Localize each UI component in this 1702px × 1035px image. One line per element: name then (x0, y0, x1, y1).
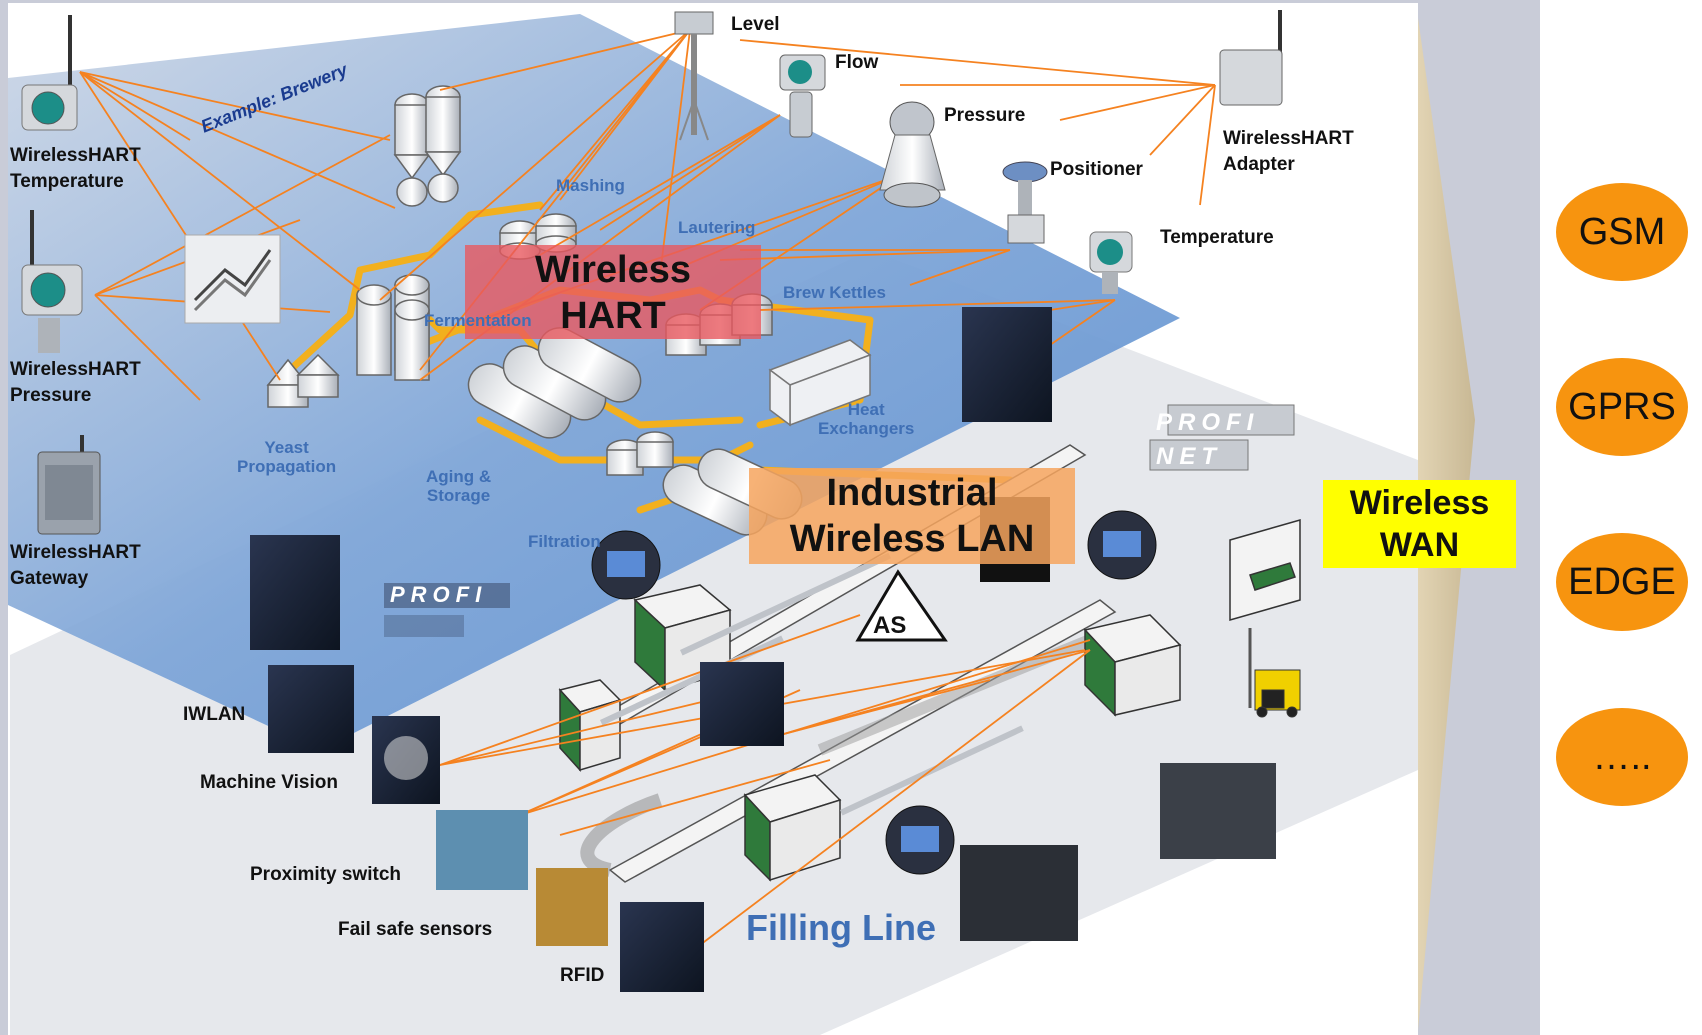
rfid-label: RFID (560, 965, 605, 986)
aging-storage-label: Aging & Storage (426, 467, 492, 505)
profibus-logo-text: PROFI (390, 582, 488, 607)
filling-line-label: Filling Line (746, 907, 936, 948)
fermentation-label: Fermentation (424, 311, 532, 330)
brew-kettles-label: Brew Kettles (783, 283, 886, 302)
pressure-label: Pressure (944, 105, 1026, 126)
flow-label: Flow (835, 52, 879, 73)
photo-rfid (620, 902, 704, 992)
machine-vision-label: Machine Vision (200, 772, 338, 793)
flow-device (779, 54, 826, 138)
wan-option-more: ….. (1556, 708, 1688, 806)
photo-iwlan-ap (962, 307, 1052, 422)
wh-gateway-label: WirelessHART Gateway (10, 542, 141, 589)
lautering-label: Lautering (678, 218, 756, 237)
yeast-tanks (266, 353, 340, 408)
mashing-silos (393, 85, 462, 207)
wireless-wan-label: Wireless WAN (1349, 484, 1490, 564)
iwlan-label: IWLAN (183, 704, 246, 725)
aging-storage-tanks (467, 327, 642, 439)
wan-option-edge: EDGE (1556, 533, 1688, 631)
industrial-wlan-label: Industrial Wireless LAN (789, 472, 1035, 560)
profibus-logo (384, 583, 510, 637)
heat-exchangers-label: Heat Exchangers (818, 400, 915, 438)
wan-panel (1540, 0, 1702, 1035)
svg-text:AS: AS (873, 612, 906, 639)
photo-iwlan-module (250, 535, 340, 650)
fermentation-tanks (356, 274, 430, 381)
asi-logo: AS (855, 569, 948, 642)
wh-temp-device (21, 15, 78, 131)
wh-temperature-label: WirelessHART Temperature (10, 145, 141, 192)
level-device (674, 11, 714, 141)
photo-proximity (436, 810, 528, 890)
temperature-label: Temperature (1160, 227, 1274, 248)
wh-adapter-device (1219, 10, 1283, 106)
forklift (1248, 628, 1301, 718)
industrial-ethernet-logo (184, 234, 281, 324)
profinet-logo (1149, 404, 1295, 471)
photo-iwlan-filling (700, 662, 784, 746)
positioner-label: Positioner (1050, 159, 1143, 180)
level-label: Level (731, 14, 780, 35)
wh-adapter-label: WirelessHART Adapter (1223, 128, 1354, 175)
photo-rfid-reader-2 (960, 845, 1078, 941)
proximity-switch-label: Proximity switch (250, 864, 401, 885)
photo-iwlan (268, 665, 354, 753)
wan-option-gprs: GPRS (1556, 358, 1688, 456)
mashing-label: Mashing (556, 176, 625, 195)
industrial-wlan-band (749, 468, 1075, 564)
filtration-label: Filtration (528, 532, 601, 551)
mobile-panels (591, 510, 1157, 875)
heat-exchangers (768, 339, 872, 427)
positioner-device (1002, 161, 1048, 244)
wireless-hart-label: Wireless HART (535, 249, 691, 337)
pressure-device (879, 101, 946, 208)
wan-option-gsm: GSM (1556, 183, 1688, 281)
wireless-hart-band (465, 245, 761, 339)
fail-safe-sensors-label: Fail safe sensors (338, 919, 493, 940)
photo-rfid-reader-1 (1160, 763, 1276, 859)
wh-pressure-device (21, 210, 83, 353)
profinet-logo-text: PROFI NET (1156, 409, 1260, 470)
yeast-propagation-label: Yeast Propagation (237, 438, 337, 476)
wh-gateway-device (37, 435, 101, 535)
filling-machines (558, 519, 1301, 882)
photo-fail-safe (536, 868, 608, 946)
wh-pressure-label: WirelessHART Pressure (10, 359, 141, 406)
wireless-wan-box (1323, 480, 1516, 568)
temperature-device (1089, 231, 1133, 294)
